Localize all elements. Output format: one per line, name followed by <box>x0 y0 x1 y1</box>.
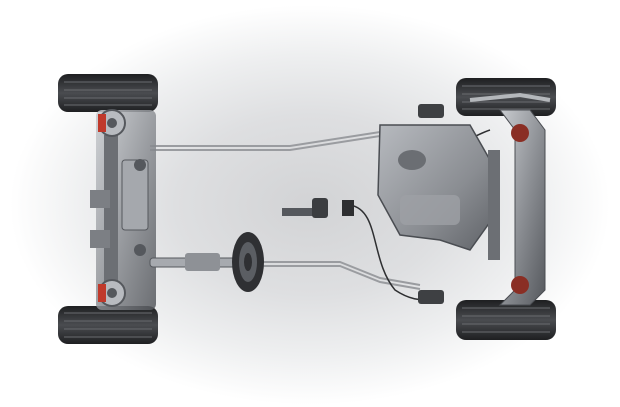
rear-right-hub <box>418 290 444 304</box>
rear-left-hub <box>418 104 444 118</box>
front-subframe <box>90 110 156 310</box>
fuel-tank <box>377 124 496 251</box>
tire-front-right <box>58 306 158 344</box>
pedal-assembly <box>282 198 354 218</box>
front-left-brake <box>98 109 126 137</box>
tire-rear-right <box>456 300 556 340</box>
steering-wheel <box>232 232 264 292</box>
exhaust-pipe <box>469 92 551 102</box>
front-right-brake <box>98 279 126 307</box>
rear-axle <box>488 109 546 306</box>
tire-front-left <box>58 74 158 112</box>
steering-column <box>149 253 236 271</box>
